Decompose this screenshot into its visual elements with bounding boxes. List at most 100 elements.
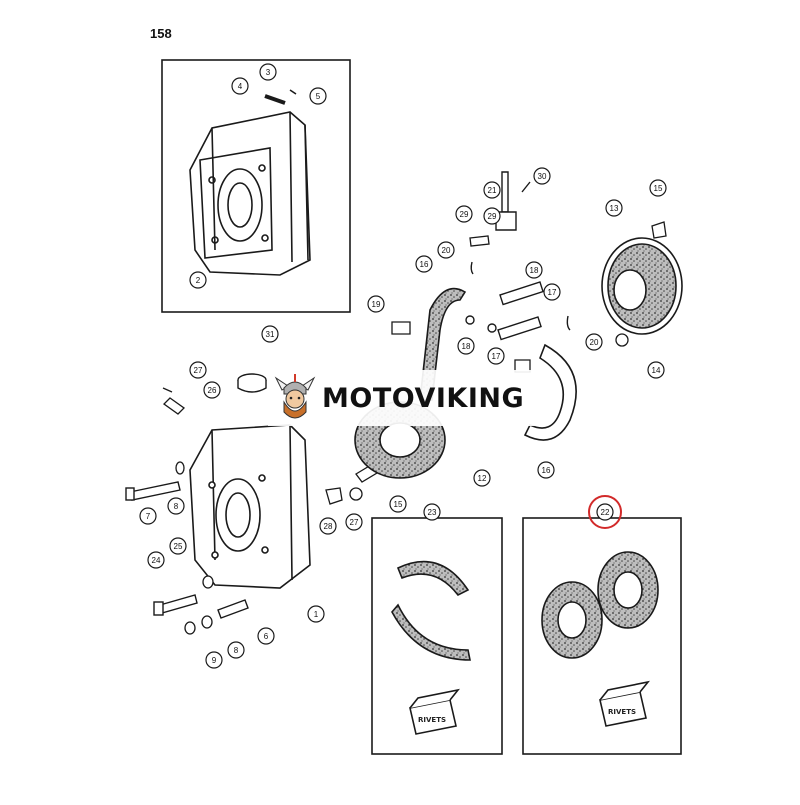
pin-4 [264,94,286,105]
callout-1: 1 [307,605,325,623]
callout-number: 5 [316,92,321,101]
callout-number: 17 [492,352,501,361]
links-17-18 [465,261,571,341]
callout-circle [647,361,665,379]
callout-17: 17 [487,347,505,365]
callout-number: 17 [548,288,557,297]
callout-6: 6 [257,627,275,645]
callout-number: 30 [538,172,547,181]
callout-27: 27 [345,513,363,531]
rivets-box-23: RIVETS [409,688,460,735]
rivets-label-22: RIVETS [608,708,636,716]
callout-16: 16 [537,461,555,479]
callout-circle [231,77,249,95]
callout-circle [389,495,407,513]
callout-circle [537,461,555,479]
callout-17: 17 [543,283,561,301]
callout-2: 2 [189,271,207,289]
callout-circle [487,347,505,365]
callout-circle [257,627,275,645]
callout-number: 28 [324,522,333,531]
callout-16: 16 [415,255,433,273]
callout-circle [261,325,279,343]
adjuster-21 [495,171,531,231]
callout-19: 19 [367,295,385,313]
callout-number: 26 [208,386,217,395]
highlight-ring-22 [588,495,622,529]
callout-circle [585,333,603,351]
brake-band-lower [523,343,577,441]
viking-logo-icon [274,374,316,419]
callout-circle [169,537,187,555]
upper-housing [189,111,311,276]
callout-number: 7 [146,512,151,521]
watermark-brand: MOTOVIKING [322,382,525,414]
rivets-label-23: RIVETS [418,716,446,724]
callout-number: 6 [264,632,269,641]
callout-circle [167,497,185,515]
callout-7: 7 [139,507,157,525]
callout-24: 24 [147,551,165,569]
callout-12: 12 [473,469,491,487]
kit-23-panel: RIVETS [371,517,503,755]
callout-number: 22 [601,508,610,517]
bolt-29 [469,235,490,247]
callout-circle [319,517,337,535]
callout-4: 4 [231,77,249,95]
ball-27 [349,487,363,501]
callout-circle [437,241,455,259]
bolt-24 [153,594,198,616]
kit-22-panel: RIVETS [522,517,682,755]
callout-number: 27 [194,366,203,375]
callout-5: 5 [309,87,327,105]
callout-number: 1 [314,610,319,619]
callout-number: 20 [590,338,599,347]
callouts: 1234567889121314151516161717181819202021… [139,63,667,669]
callout-13: 13 [605,199,623,217]
callout-circle [139,507,157,525]
callout-circle [533,167,551,185]
rivets-box-22: RIVETS [599,680,650,727]
callout-15: 15 [649,179,667,197]
callout-14: 14 [647,361,665,379]
callout-30: 30 [533,167,551,185]
callout-circle [367,295,385,313]
callout-22: 22 [596,503,614,521]
callout-circle [483,207,501,225]
callout-27: 27 [189,361,207,379]
bolt-7 [125,481,181,501]
callout-21: 21 [483,181,501,199]
callout-circle [605,199,623,217]
callout-circle [455,205,473,223]
callout-circle [345,513,363,531]
callout-circle [483,181,501,199]
callout-number: 4 [238,82,243,91]
callout-15: 15 [389,495,407,513]
callout-8: 8 [167,497,185,515]
callout-number: 24 [152,556,161,565]
pin-19 [391,321,411,335]
callout-circle [415,255,433,273]
callout-number: 27 [350,518,359,527]
callout-number: 14 [652,366,661,375]
callout-number: 31 [266,330,275,339]
callout-number: 2 [196,276,201,285]
page-number: 158 [150,26,172,41]
callout-23: 23 [423,503,441,521]
lower-housing [189,424,311,589]
callout-circle [309,87,327,105]
callout-9: 9 [205,651,223,669]
callout-circle [259,63,277,81]
callout-circle [203,381,221,399]
callout-number: 12 [478,474,487,483]
callout-number: 18 [530,266,539,275]
stud-6 [217,599,249,619]
callout-number: 21 [488,186,497,195]
callout-25: 25 [169,537,187,555]
callout-number: 3 [266,68,271,77]
callout-circle [473,469,491,487]
callout-number: 13 [610,204,619,213]
screw-15-upper [651,221,667,239]
